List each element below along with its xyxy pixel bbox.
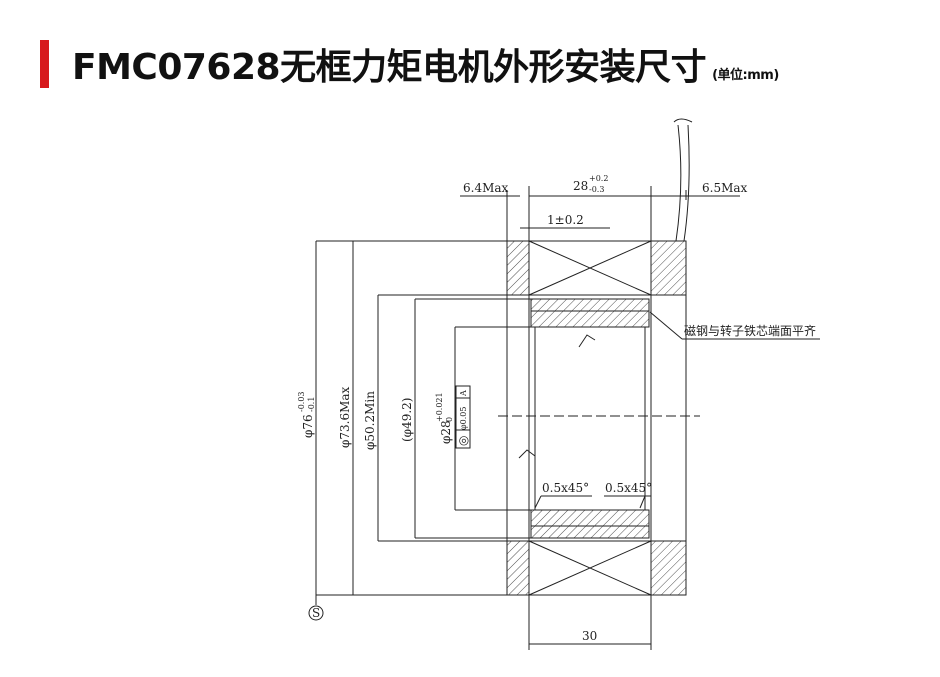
tol-frame-symbol: ◎ — [456, 436, 470, 446]
magnet-bottom — [530, 525, 650, 539]
winding-bottom — [528, 540, 652, 596]
magnet-note: 磁钢与转子铁芯端面平齐 — [684, 323, 816, 338]
rotor-core-top — [530, 310, 650, 328]
stator-right-bottom — [650, 540, 687, 596]
tolerance-frame — [455, 385, 471, 449]
chamfer-right: 0.5x45° — [605, 481, 652, 495]
unit-label: (单位:mm) — [712, 68, 779, 83]
dim-d76-tol-plus: -0.03 — [297, 391, 306, 412]
datum-s-circle — [308, 605, 324, 621]
stator-left-top — [506, 240, 530, 296]
dim-top-width: 28 — [573, 179, 588, 193]
tol-frame-value: φ0.05 — [459, 407, 468, 430]
dim-bottom-width: 30 — [582, 629, 597, 643]
page-title-text: FMC07628无框力矩电机外形安装尺寸 — [72, 47, 707, 88]
winding-top — [528, 240, 652, 296]
dim-left-max: 6.4Max — [463, 181, 509, 195]
dim-offset: 1±0.2 — [547, 213, 584, 227]
stator-right-top — [650, 240, 687, 296]
datum-s-label: S — [312, 606, 320, 620]
dim-d28: φ28 — [439, 420, 453, 444]
chamfer-left: 0.5x45° — [542, 481, 589, 495]
page-title: FMC07628无框力矩电机外形安装尺寸 (单位:mm) — [72, 38, 779, 90]
rotor-core-bottom — [530, 509, 650, 527]
dim-d76: φ76 — [301, 414, 315, 438]
dim-d49: (φ49.2) — [400, 398, 414, 442]
dim-top-tol-minus: -0.3 — [589, 185, 604, 194]
magnet-top — [530, 298, 650, 312]
dim-d76-tol-minus: -0.1 — [307, 397, 316, 412]
title-accent-bar — [40, 40, 49, 88]
dim-d28-tol-plus: +0.021 — [435, 392, 444, 422]
dim-top-tol-plus: +0.2 — [589, 174, 608, 183]
dim-d73: φ73.6Max — [338, 386, 352, 448]
tol-frame-datum: A — [459, 390, 468, 397]
dim-d50: φ50.2Min — [363, 391, 377, 450]
dim-d28-tol-minus: 0 — [445, 417, 454, 422]
dim-right-max: 6.5Max — [702, 181, 748, 195]
stator-left-bottom — [506, 540, 530, 596]
